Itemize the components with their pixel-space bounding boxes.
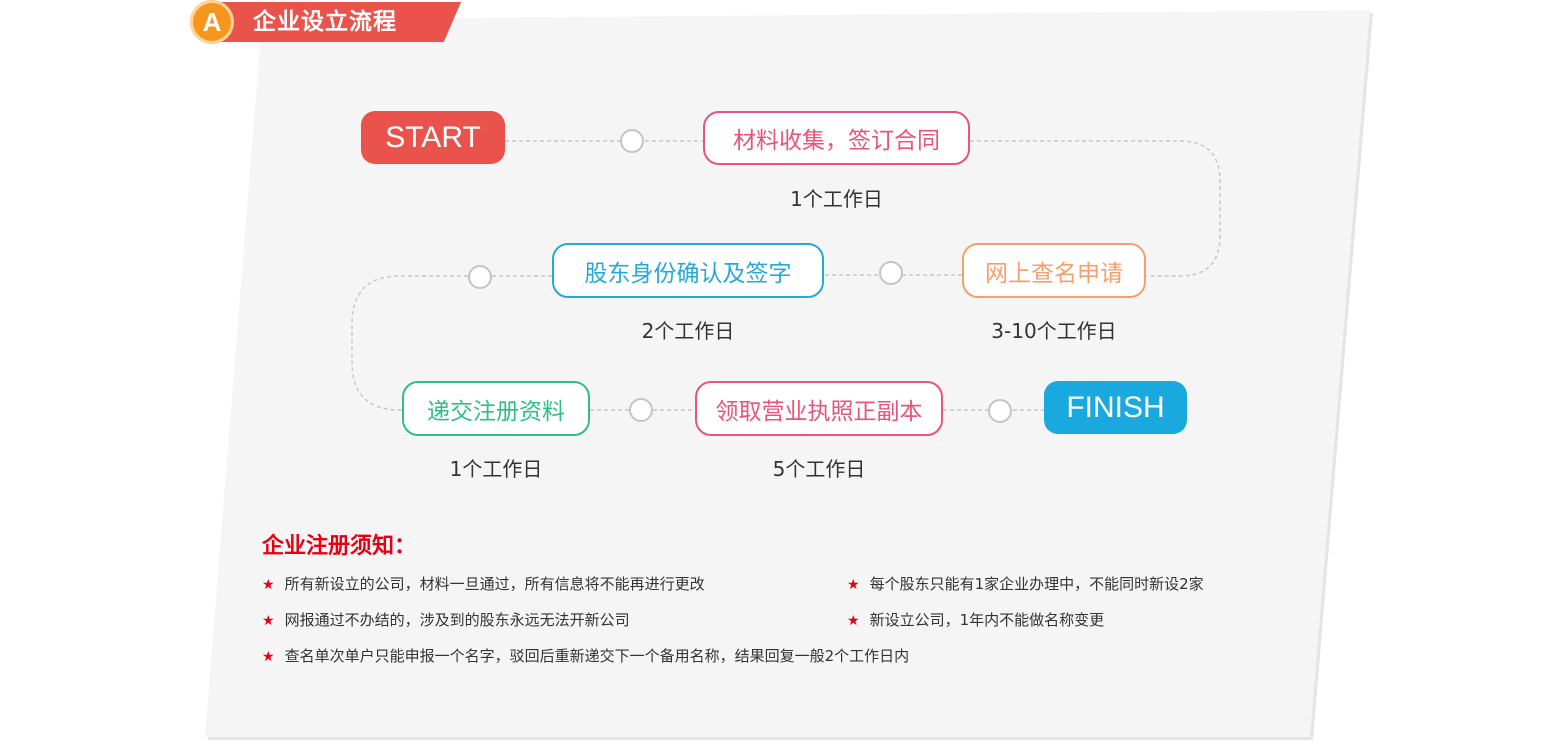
section-header: 企业设立流程 xyxy=(215,2,461,42)
step-node-shareholder-verify: 股东身份确认及签字 xyxy=(552,243,824,298)
step-node-collect-license: 领取营业执照正副本 xyxy=(695,381,943,436)
step-duration: 3-10个工作日 xyxy=(991,319,1117,343)
star-icon: ★ xyxy=(847,577,860,593)
connector-dot xyxy=(879,261,903,285)
step-node-submit-documents: 递交注册资料 xyxy=(402,381,590,436)
step-node-materials-contract: 材料收集，签订合同 xyxy=(703,111,970,165)
connector-dot xyxy=(988,399,1012,423)
star-icon: ★ xyxy=(847,613,860,629)
connector-dot xyxy=(468,265,492,289)
note-item: ★ 每个股东只能有1家企业办理中，不能同时新设2家 xyxy=(847,573,1204,594)
connector-dot xyxy=(629,398,653,422)
step-node-online-name-check: 网上查名申请 xyxy=(962,243,1146,298)
star-icon: ★ xyxy=(262,649,275,665)
section-badge-letter: A xyxy=(202,7,222,37)
connector-dot xyxy=(620,129,644,153)
finish-node: FINISH xyxy=(1044,381,1187,434)
note-item: ★ 新设立公司，1年内不能做名称变更 xyxy=(847,609,1104,630)
note-item: ★ 所有新设立的公司，材料一旦通过，所有信息将不能再进行更改 xyxy=(262,573,705,594)
star-icon: ★ xyxy=(262,577,275,593)
note-text: 所有新设立的公司，材料一旦通过，所有信息将不能再进行更改 xyxy=(284,575,705,593)
start-node: START xyxy=(361,111,505,164)
note-item: ★ 网报通过不办结的，涉及到的股东永远无法开新公司 xyxy=(262,609,630,630)
step-duration: 2个工作日 xyxy=(641,319,735,343)
section-badge-icon: A xyxy=(190,0,234,44)
step-duration: 5个工作日 xyxy=(772,457,866,481)
star-icon: ★ xyxy=(262,613,275,629)
note-text: 每个股东只能有1家企业办理中，不能同时新设2家 xyxy=(869,575,1204,593)
notes-title: 企业注册须知： xyxy=(262,534,417,559)
step-duration: 1个工作日 xyxy=(790,187,883,211)
note-text: 网报通过不办结的，涉及到的股东永远无法开新公司 xyxy=(284,611,630,629)
section-title: 企业设立流程 xyxy=(253,9,397,35)
note-text: 查名单次单户只能申报一个名字，驳回后重新递交下一个备用名称，结果回复一般2个工作… xyxy=(284,647,910,665)
step-duration: 1个工作日 xyxy=(449,457,543,481)
note-item: ★ 查名单次单户只能申报一个名字，驳回后重新递交下一个备用名称，结果回复一般2个工… xyxy=(262,645,909,666)
note-text: 新设立公司，1年内不能做名称变更 xyxy=(869,611,1105,629)
